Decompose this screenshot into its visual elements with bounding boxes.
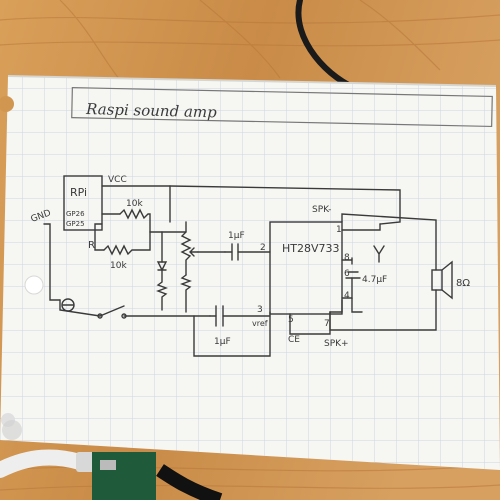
label-spk-plus: SPK+: [324, 339, 349, 349]
switch: [99, 305, 125, 317]
label-ic: HT28V733: [282, 242, 340, 255]
y-junction: [373, 245, 385, 263]
resistor-vert-2: [180, 274, 192, 313]
green-circuit-board: [92, 452, 156, 500]
label-rpi: RPi: [70, 186, 87, 199]
resistor-10k-bottom: [103, 231, 151, 256]
vcc-wire: [101, 185, 401, 225]
binder-hole-middle: [24, 275, 44, 295]
gnd-wire: [43, 223, 61, 301]
label-pin-7: 7: [324, 319, 330, 329]
capacitor-47uf: [345, 257, 361, 279]
speaker: [431, 269, 443, 291]
title-box: [71, 87, 493, 128]
label-vcc: VCC: [108, 175, 127, 185]
usb-cable: [0, 449, 88, 478]
page-title: Raspi sound amp: [85, 100, 217, 121]
binder-hole-top: [0, 96, 14, 112]
rpi-box: [63, 175, 103, 231]
speaker-wire-bottom: [329, 289, 437, 331]
label-r: R: [88, 240, 95, 251]
label-10k-top: 10k: [126, 199, 143, 209]
label-pin-5: 5: [288, 315, 294, 325]
label-10k-bottom: 10k: [110, 261, 127, 271]
label-pin-8: 8: [344, 253, 350, 263]
label-gp26: GP26: [66, 210, 85, 218]
label-gp25: GP25: [66, 220, 85, 228]
label-cap-bottom: 1µF: [214, 337, 231, 347]
usb-connector: [76, 452, 96, 472]
potentiometer: [180, 221, 192, 276]
label-pin-4: 4: [344, 291, 350, 301]
resistor-led: [156, 269, 168, 311]
gp25-wire: [94, 223, 105, 251]
label-pin-3: 3: [257, 305, 263, 315]
pot-wiper-arrow: [189, 247, 199, 257]
ground-symbol: [61, 298, 75, 312]
speaker-wire-top: [341, 213, 437, 271]
label-pin-6: 6: [344, 269, 350, 279]
label-cap-top: 1µF: [228, 231, 245, 241]
label-cap-47uf: 4.7µF: [362, 275, 387, 285]
label-speaker: 8Ω: [456, 278, 470, 289]
device-blur-left: [2, 420, 22, 440]
resistor-10k-top: [119, 208, 151, 233]
label-pin-1: 1: [336, 225, 342, 235]
ground-rail: [59, 299, 211, 317]
label-ce: CE: [288, 335, 300, 345]
label-vref: vref: [252, 319, 268, 328]
black-cable-bottom: [156, 464, 223, 500]
ic-box: [269, 221, 343, 315]
label-spk-minus: SPK-: [312, 205, 331, 215]
label-pin-2: 2: [260, 243, 266, 253]
